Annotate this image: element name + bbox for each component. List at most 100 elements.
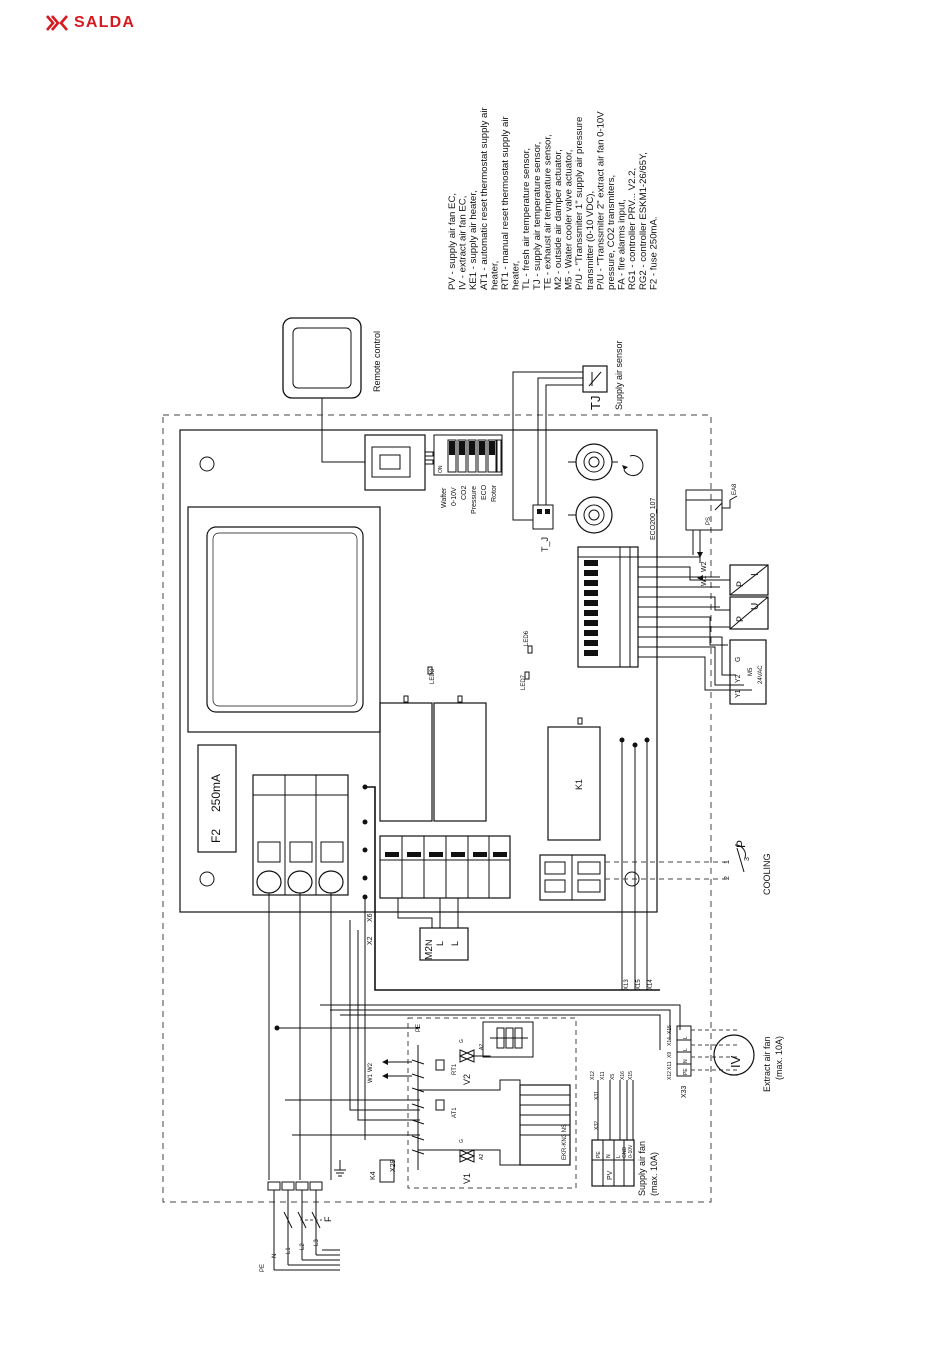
x33-label: X33 [681,1085,688,1098]
led6-label: LED6 [524,630,530,646]
m5-term: Y2 [735,674,742,683]
legend-line: M2 - outside air damper actuator, [553,149,564,290]
control-signal-wires [638,556,752,691]
legend: PV - supply air fan EC, IV - extract air… [447,106,659,290]
relay-1 [379,702,433,822]
legend-line: TJ - supply air temperature sensor, [532,142,543,290]
g-label: G [459,1139,465,1143]
remote-control: Remote control [282,317,382,463]
legend-line: PV - supply air fan EC, [447,193,458,290]
dip-label: ECO [481,484,488,500]
mains-supply: F PE N L1 L2 L3 [260,1181,340,1272]
rotate-arrow-icon [622,455,644,477]
mains-label: PE [260,1264,266,1272]
transmitter-p: P [735,616,745,622]
relay-2 [433,702,487,822]
pressure-switch: PS EA8 [685,483,738,558]
cool-contact: 3 [744,857,751,861]
w2-out-label: W2 [368,1062,374,1072]
k4-relay: K4 [370,1159,395,1183]
pv-connector-terminals: X12 X11 X5 X16 X15 X32 X31 [590,1071,634,1140]
at1-label: AT1 [452,1107,458,1118]
pv-x-label: X11 [600,1071,606,1080]
pv-term: 0-10V [628,1144,634,1158]
legend-line: M5 - Water cooler valve actuator, [564,150,575,290]
dip-label: 0-10V [451,487,458,506]
cool-contact: 2 [724,876,731,880]
x6-label: X6 [367,913,374,922]
m2-term: L [450,941,460,946]
a2-label: A2 [479,1044,485,1050]
iv-term: L [683,1036,689,1039]
salda-logo-mark [46,15,68,31]
dip-label: Rotor [491,484,498,502]
supply-sensor-label: Supply air sensor [614,340,624,410]
ekr-controller: EKR-KN3 NS [519,1084,571,1166]
pv-term: L [616,1155,622,1158]
m5-term: G [735,657,742,662]
x15-label: X15 [636,979,642,990]
supply-air-sensor: TJ Supply air sensor [512,340,624,521]
supply-fan-label: Supply air fan [637,1141,647,1196]
x13-label: X13 [624,979,630,990]
legend-line: KE1 - supply air heater, [468,190,479,290]
fuse-f2: F2 250mA [197,744,237,853]
pv-term: N [606,1154,612,1158]
m2-label: M2 [424,946,435,960]
board-code: ECO200_107 [650,497,657,540]
pv-supply-fan: PE N L GND 0-10V PV Supply air fan (max.… [591,1139,659,1196]
iv-x: X12 [667,1071,673,1080]
iv-term: N [683,1059,689,1063]
iv-term: PE [683,1068,689,1075]
controller-board [179,429,658,913]
iv-label: IV [728,1055,743,1068]
ps-label: PS [706,517,712,525]
x14-label: X14 [648,979,654,990]
legend-line: TE - exhaust air temperature sensor, [542,134,553,290]
cool-p: P [734,840,748,848]
v1-label: V1 [462,1173,472,1184]
k4-label: K4 [370,1171,377,1180]
remote-control-label: Remote control [372,331,382,392]
m5-actuator: Y1 Y2 G M5 24VAC [729,639,767,705]
rj-connector [364,434,434,491]
a2-label: A2 [479,1154,485,1160]
extract-fan-max: (max. 10A) [774,1036,784,1080]
rt1-label: RT1 [452,1063,458,1075]
ea8-label: EA8 [732,483,738,495]
legend-line: RG1 - controller PRV... V2.2, [627,168,638,290]
m5-term: Y1 [735,689,742,698]
dip-on-label: ON [438,465,444,473]
pv-x-label: X16 [620,1071,626,1080]
power-bus-lines [268,893,681,1180]
pv-term: PE [596,1151,602,1158]
legend-line: pressure, CO2 transmiters, [606,175,617,290]
mains-label: N [272,1254,278,1258]
pv-x-label: X15 [628,1071,634,1080]
mains-label: L2 [300,1243,306,1250]
dip-switch-block: ON Wafter 0-10V CO2 Pressure ECO Rotor [433,434,503,514]
control-terminal-block [577,546,639,668]
w2-label: W2 [701,561,708,572]
cooling-pressure-switch: 1 2 3 P COOLING [724,840,772,895]
ekr-label: EKR-KN3 NS [562,1124,568,1160]
display-screen [187,506,381,733]
fuse-rating: 250mA [209,774,223,812]
dip-label: Pressure [471,486,478,514]
iv-x: X15 [667,1025,673,1034]
w1-label: W1 [701,575,708,586]
potentiometer-top [568,443,618,481]
legend-line: P/U - "Transsmiter 1" supply air pressur… [574,117,585,290]
m2-term: N [424,940,434,947]
k1-label: K1 [574,779,584,790]
transmitter-u: U [750,603,761,610]
cooling-contactor [539,854,730,901]
cool-contact: 1 [724,860,731,864]
iv-extract-fan: PE N L L X15 X14 X9 X11 X12 X33 IV Extra… [667,1025,784,1098]
mains-label: L1 [286,1247,292,1254]
salda-logo: SALDA [46,14,135,32]
iv-x: X9 [667,1052,673,1058]
v2-label: V2 [462,1074,472,1085]
pv-label: PV [607,1170,614,1180]
